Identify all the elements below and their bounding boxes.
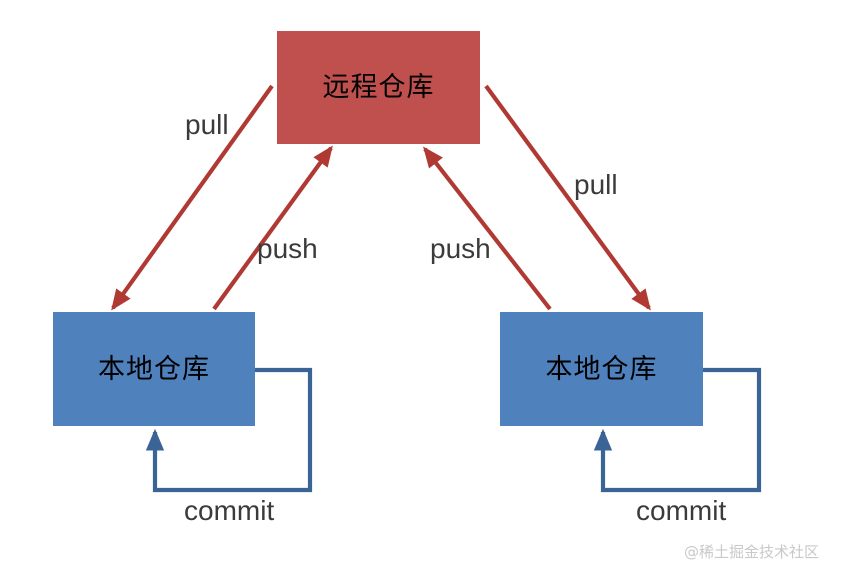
- edge-label-push-left: push: [257, 233, 318, 264]
- node-local-repository-left[interactable]: 本地仓库: [53, 312, 255, 426]
- edge-push-right: [423, 146, 552, 311]
- edge-pull-right: [484, 84, 651, 311]
- edge-label-commit-right: commit: [636, 495, 727, 526]
- edge-pull-left: [111, 84, 274, 311]
- node-local-repository-right-label: 本地仓库: [545, 353, 658, 385]
- node-remote-repository[interactable]: 远程仓库: [277, 31, 480, 144]
- edge-commit-left: [145, 367, 313, 493]
- edge-label-commit-left: commit: [184, 495, 275, 526]
- edge-commit-right: [593, 367, 762, 493]
- node-local-repository-left-label: 本地仓库: [98, 353, 210, 385]
- node-remote-repository-label: 远程仓库: [322, 72, 435, 103]
- node-local-repository-right[interactable]: 本地仓库: [500, 312, 703, 426]
- edge-push-left: [212, 145, 333, 311]
- watermark: @稀土掘金技术社区: [684, 543, 820, 561]
- edge-label-pull-left: pull: [185, 109, 229, 140]
- edge-label-pull-right: pull: [574, 169, 618, 200]
- edge-label-push-right: push: [430, 233, 491, 264]
